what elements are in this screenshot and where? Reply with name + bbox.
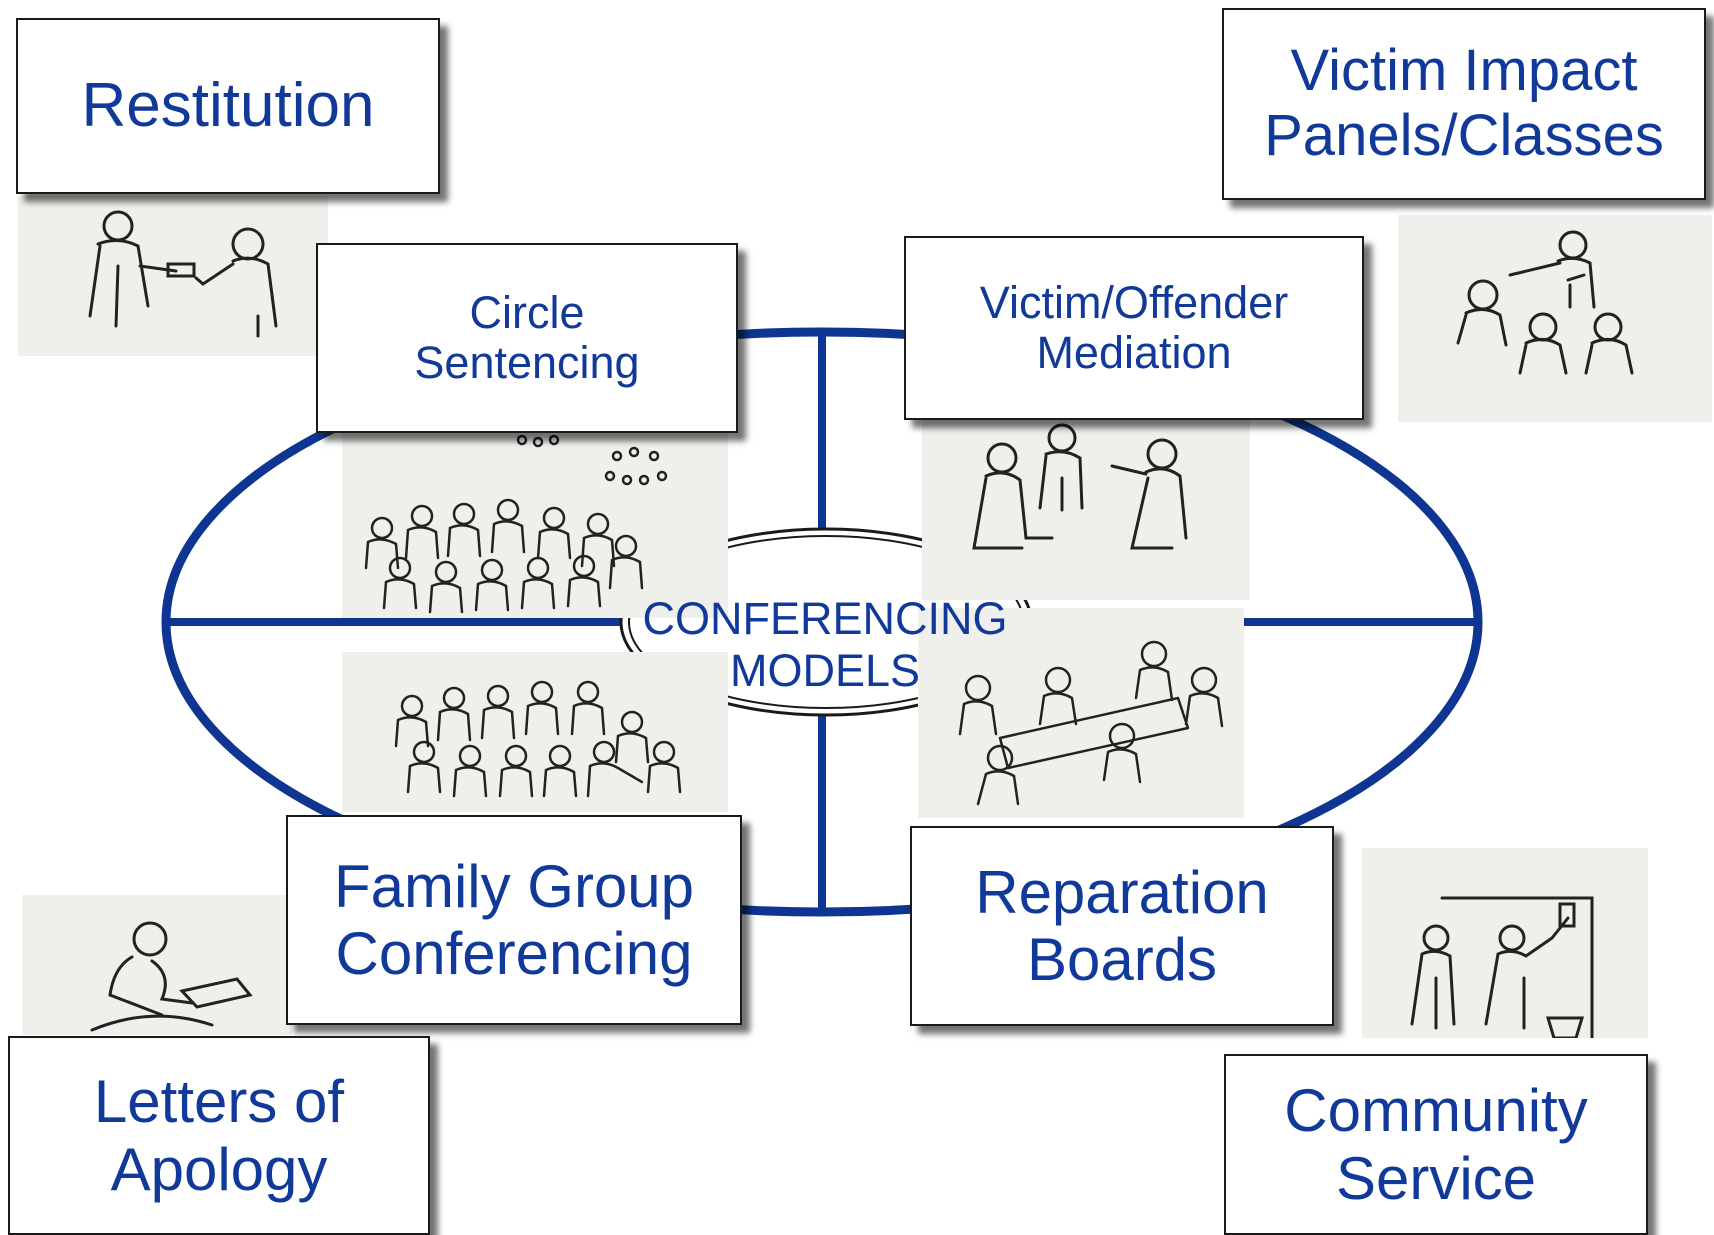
victim-impact-label-line1: Victim Impact	[1290, 38, 1638, 104]
victim-offender-box: Victim/Offender Mediation	[904, 236, 1364, 420]
victim-impact-label-line2: Panels/Classes	[1264, 103, 1664, 168]
circle-sentencing-box: Circle Sentencing	[316, 243, 738, 433]
reparation-label-line1: Reparation	[975, 858, 1269, 926]
circle-sentencing-label-line1: Circle	[469, 286, 585, 338]
letters-label-line2: Apology	[110, 1135, 328, 1203]
community-service-box: Community Service	[1224, 1054, 1648, 1235]
center-label: CONFERENCING MODELS	[620, 585, 1030, 705]
community-service-sketch	[1362, 848, 1648, 1038]
reparation-label-line2: Boards	[1026, 926, 1218, 993]
mediation-sketch	[922, 418, 1250, 600]
family-group-box: Family Group Conferencing	[286, 815, 742, 1025]
restitution-label: Restitution	[81, 71, 375, 141]
victim-offender-label-line2: Mediation	[1036, 327, 1232, 378]
family-group-sketch	[342, 652, 728, 812]
family-group-label-line2: Conferencing	[335, 920, 693, 987]
center-label-line2: MODELS	[729, 645, 921, 696]
circle-sentencing-sketch	[342, 418, 728, 618]
victim-offender-label-line1: Victim/Offender	[979, 276, 1289, 328]
center-label-line1: CONFERENCING	[642, 593, 1008, 645]
victim-impact-sketch	[1398, 215, 1712, 422]
letters-label-line1: Letters of	[93, 1068, 345, 1136]
community-label-line1: Community	[1284, 1077, 1588, 1145]
letter-writing-sketch	[22, 895, 292, 1035]
family-group-label-line1: Family Group	[333, 852, 695, 920]
letters-of-apology-box: Letters of Apology	[8, 1036, 430, 1235]
reparation-board-sketch	[918, 608, 1244, 818]
restitution-sketch	[18, 196, 328, 356]
circle-sentencing-label-line2: Sentencing	[414, 337, 640, 388]
reparation-box: Reparation Boards	[910, 826, 1334, 1026]
victim-impact-box: Victim Impact Panels/Classes	[1222, 8, 1706, 200]
restitution-box: Restitution	[16, 18, 440, 194]
community-label-line2: Service	[1335, 1144, 1537, 1212]
